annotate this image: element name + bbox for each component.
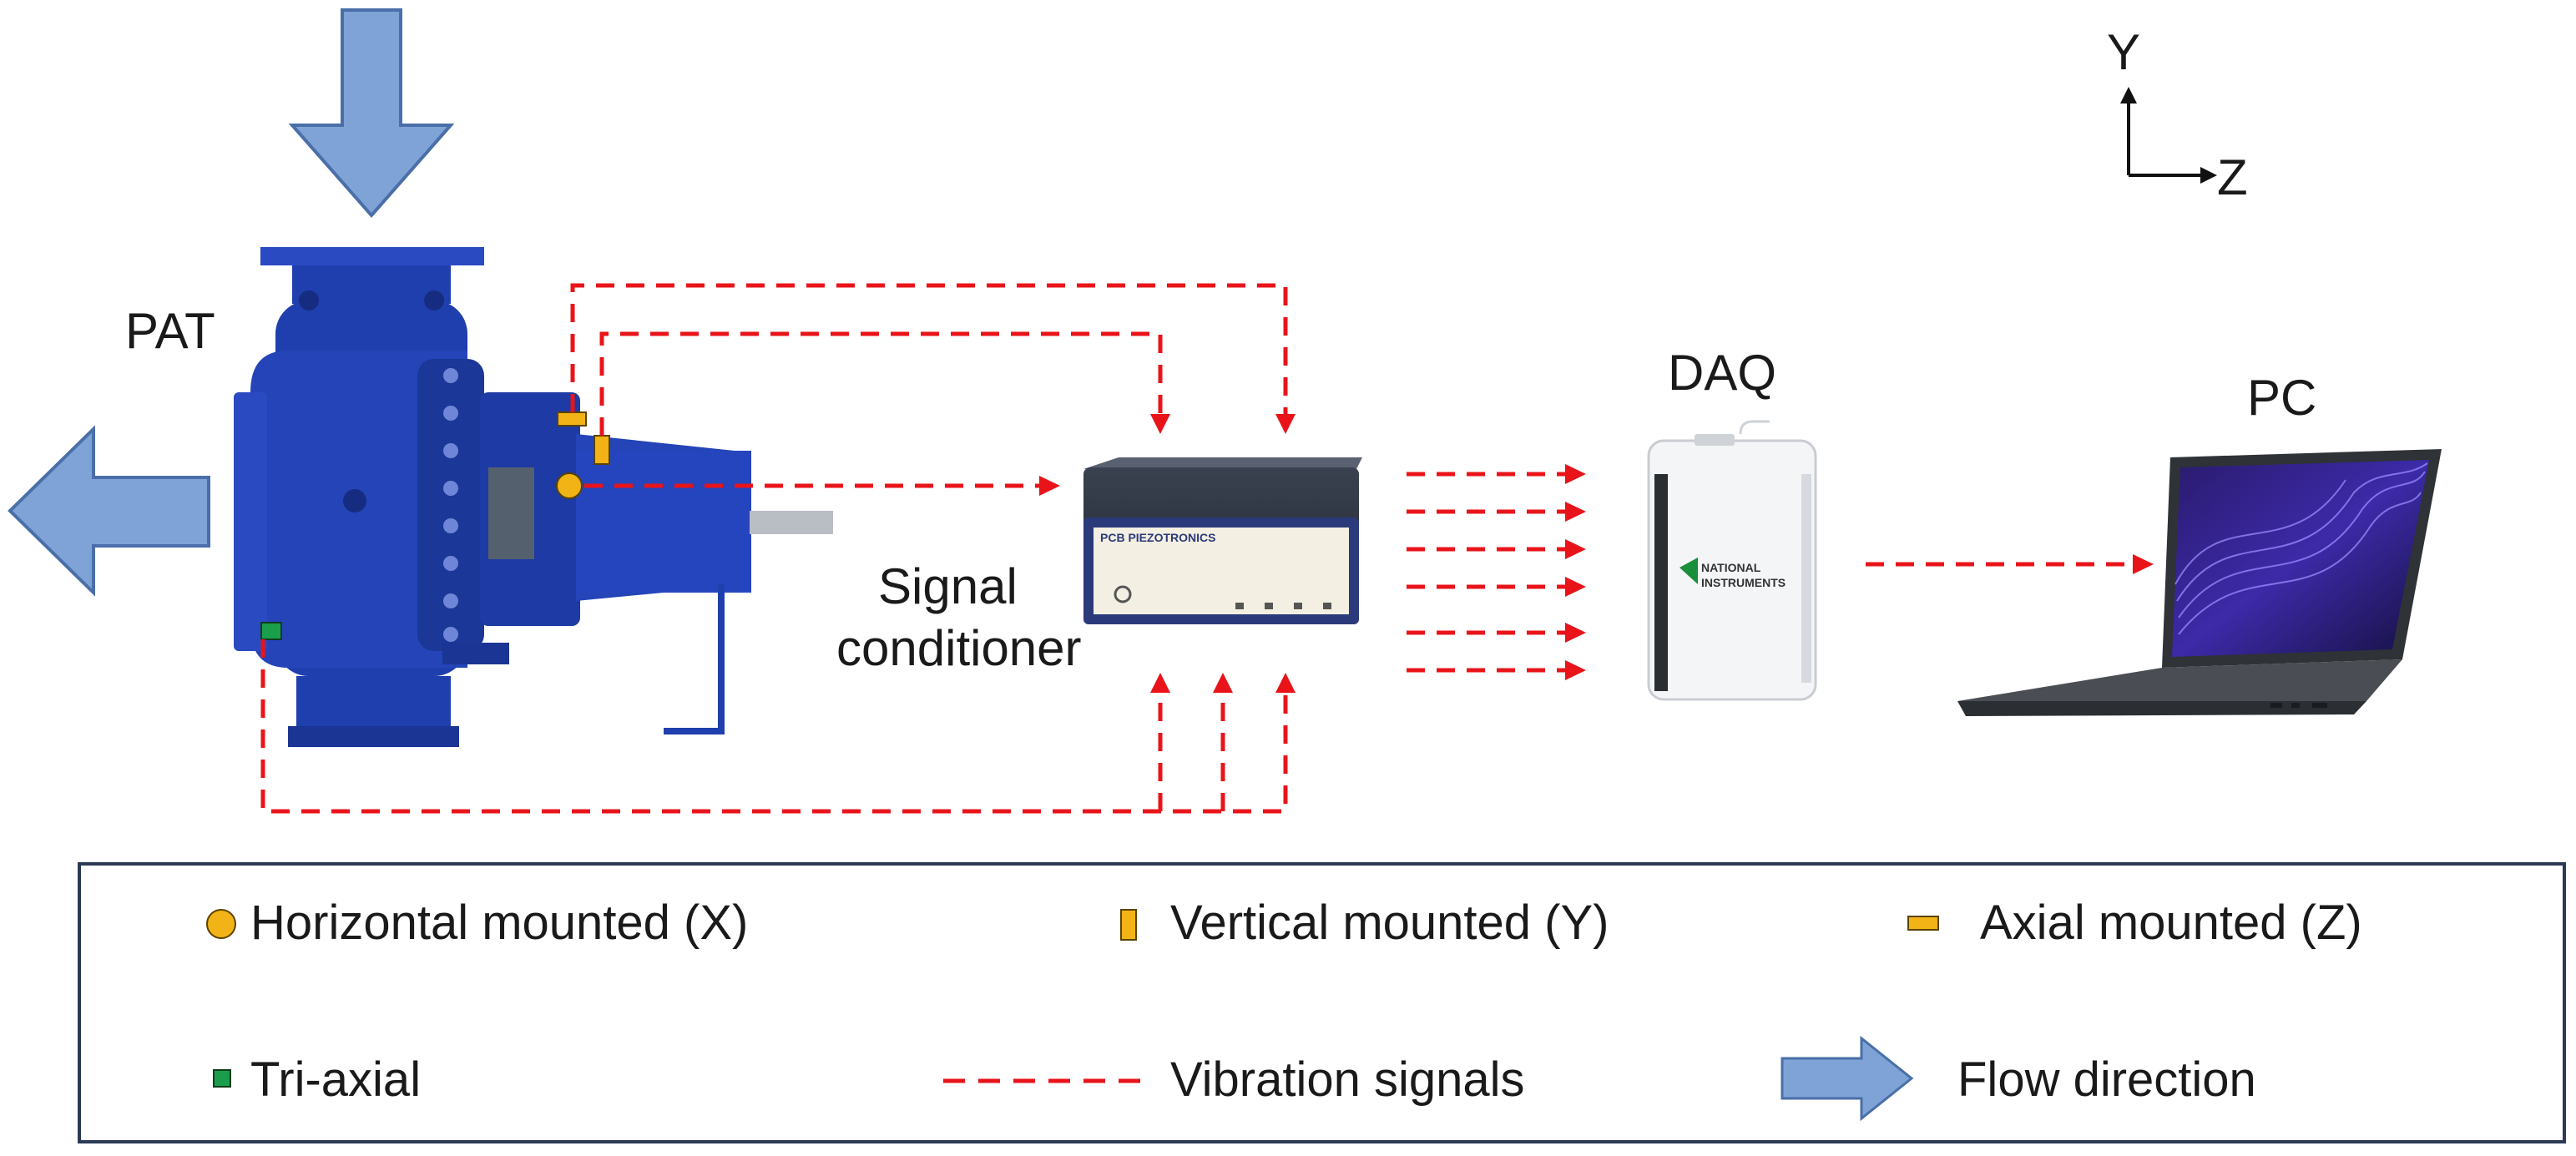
legend-vibration-label: Vibration signals: [1170, 1053, 1525, 1107]
legend-vertical-label: Vertical mounted (Y): [1170, 896, 1609, 950]
legend-box: [78, 862, 2566, 1143]
legend-horizontal-label: Horizontal mounted (X): [250, 896, 749, 950]
axis-y-label: Y: [2107, 24, 2141, 80]
legend-triaxial-icon: [213, 1069, 231, 1088]
daq-label: DAQ: [1668, 345, 1777, 401]
legend-triaxial-label: Tri-axial: [250, 1053, 422, 1107]
daq-brand-line1: NATIONAL: [1701, 561, 1761, 574]
axial-sensor-on-pump: [557, 411, 587, 427]
horizontal-sensor-on-pump: [556, 472, 583, 499]
signal-conditioner-label-line1: Signal: [878, 558, 1018, 614]
conditioner-brand-text: PCB PIEZOTRONICS: [1100, 531, 1216, 544]
signal-conditioner-label-line2: conditioner: [836, 620, 1082, 676]
vibration-signal-lines: [260, 283, 2133, 814]
signal-line-vertical: [599, 331, 1163, 436]
axis-indicator: [2127, 100, 2204, 177]
flow-arrow-inlet: [288, 8, 455, 219]
axis-z-arrowhead: [2200, 167, 2217, 184]
pc-label: PC: [2247, 370, 2317, 426]
vertical-sensor-on-pump: [593, 435, 610, 465]
legend-axial-icon: [1907, 916, 1939, 931]
legend-vertical-icon: [1120, 909, 1137, 941]
flow-arrow-outlet: [8, 425, 210, 597]
laptop-pc: [1957, 449, 2442, 716]
daq-device: [1647, 420, 1817, 701]
legend-axial-label: Axial mounted (Z): [1980, 896, 2362, 950]
axis-z-label: Z: [2217, 149, 2248, 205]
daq-brand-line2: INSTRUMENTS: [1701, 576, 1786, 589]
legend-flow-label: Flow direction: [1957, 1053, 2256, 1107]
axis-y-arrowhead: [2120, 87, 2137, 103]
triaxial-sensor-on-pump: [260, 622, 282, 640]
legend-horizontal-icon: [206, 909, 236, 939]
signal-conditioner-device: [1083, 457, 1362, 624]
pump-pat: [234, 247, 833, 747]
signal-arrowheads: [1039, 414, 2154, 693]
pat-label: PAT: [125, 303, 215, 359]
legend-flow-icon: [1780, 1035, 1914, 1122]
signal-line-axial: [570, 283, 1288, 414]
